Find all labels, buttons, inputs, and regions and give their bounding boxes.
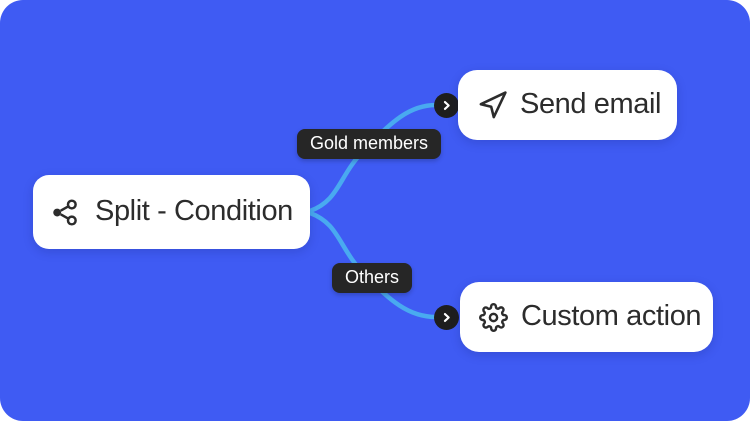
gear-icon (479, 302, 508, 332)
node-label: Custom action (521, 299, 702, 332)
node-send-email[interactable]: Send email (458, 70, 677, 140)
chevron-right-icon (439, 310, 454, 325)
input-port-custom-action[interactable] (434, 305, 459, 330)
send-icon (477, 90, 508, 121)
node-label: Split - Condition (95, 194, 293, 227)
edge-label-others[interactable]: Others (332, 263, 413, 293)
node-label: Send email (520, 87, 662, 120)
node-split-condition[interactable]: Split - Condition (33, 175, 310, 249)
split-branch-icon (52, 198, 79, 226)
node-custom-action[interactable]: Custom action (460, 282, 713, 352)
chevron-right-icon (439, 98, 454, 113)
input-port-send-email[interactable] (434, 93, 459, 118)
edge-label-gold-members[interactable]: Gold members (297, 129, 442, 159)
